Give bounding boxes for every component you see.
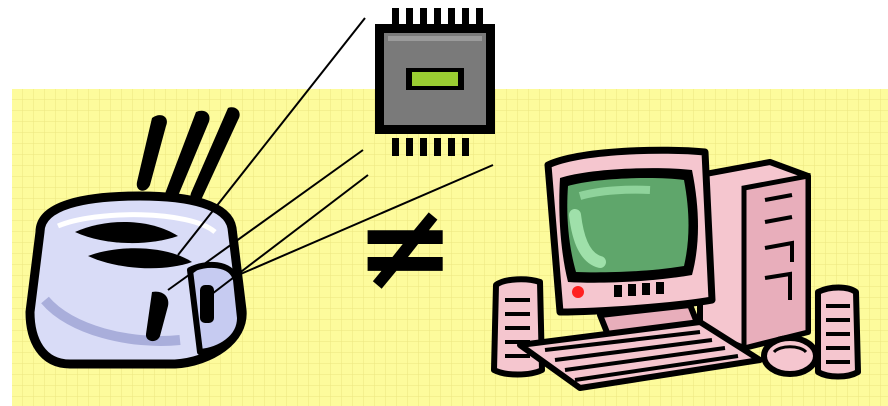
tower-case (697, 159, 811, 352)
not-equal-symbol: ≠ (355, 178, 456, 317)
monitor (544, 146, 716, 343)
chip-pins-top (392, 8, 483, 26)
left-speaker (491, 276, 545, 378)
right-speaker (815, 284, 861, 380)
microchip-icon (375, 8, 495, 156)
keyboard (517, 319, 763, 391)
mouse (761, 335, 819, 377)
connector-lines-icon (167, 17, 494, 298)
desktop-computer-icon (491, 146, 861, 391)
chip-pins-bottom (392, 138, 469, 156)
monitor-screen (567, 178, 689, 273)
toaster-icon (25, 191, 247, 369)
power-led (572, 286, 584, 298)
steam-marks-icon (136, 107, 240, 203)
